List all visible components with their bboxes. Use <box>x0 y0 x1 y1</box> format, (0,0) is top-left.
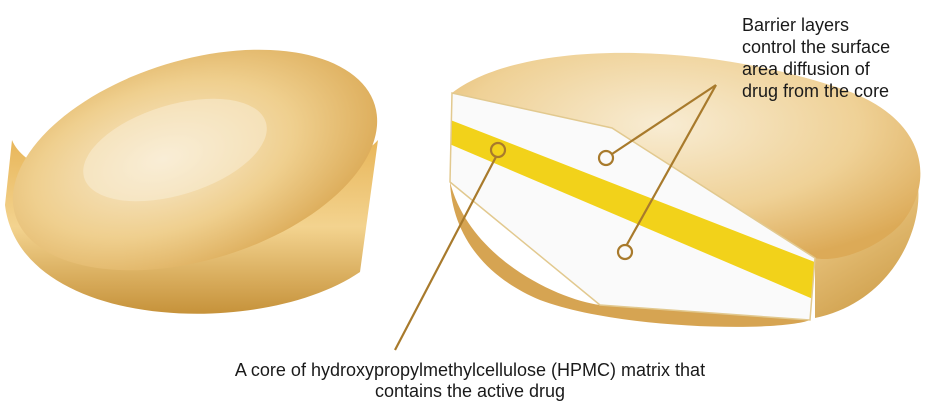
barrier-marker-lower <box>618 245 632 259</box>
barrier-label-line-4: drug from the core <box>742 80 928 102</box>
barrier-label-line-2: control the surface <box>742 36 928 58</box>
barrier-label-line-3: area diffusion of <box>742 58 928 80</box>
core-label-line-2: contains the active drug <box>120 381 820 402</box>
hpmc-core-label: A core of hydroxypropylmethylcellulose (… <box>120 360 820 402</box>
barrier-label-line-1: Barrier layers <box>742 14 928 36</box>
core-marker <box>491 143 505 157</box>
core-label-line-1: A core of hydroxypropylmethylcellulose (… <box>120 360 820 381</box>
barrier-layers-label: Barrier layers control the surface area … <box>742 14 928 102</box>
whole-tablet <box>0 9 404 313</box>
barrier-marker-upper <box>599 151 613 165</box>
